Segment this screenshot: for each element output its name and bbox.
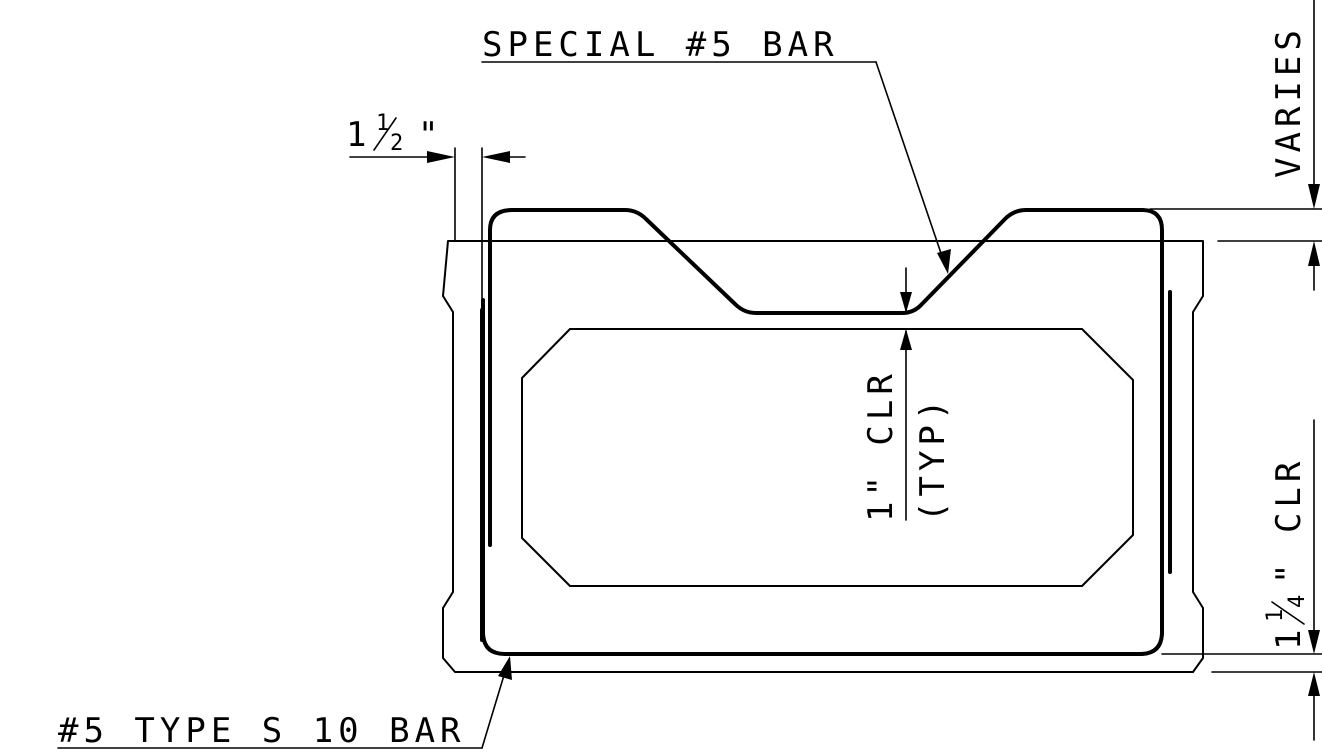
clr-1-1-4-numerator: 1 [1263,609,1288,622]
clr-1-1-4-suffix: " CLR [1269,457,1309,584]
clr-1-1-4-whole: 1 [1269,630,1309,650]
special-bar-label: SPECIAL #5 BAR [482,25,839,65]
dim-1-1-2-fraction-bar [373,117,397,151]
clr-1-1-4-arrow-lower [1308,672,1320,696]
clr-1-1-4-label: 1 1 4 " CLR [1263,457,1310,650]
clr-1-1-4-fraction-bar [1271,601,1305,625]
varies-arrow-upper [1308,184,1320,209]
dim-1-1-2-numerator: 1 [376,111,389,136]
clr-1-1-4-denominator: 4 [1285,595,1310,608]
dim-1-1-2-whole: 1 [346,115,366,155]
clr-1-label: 1" CLR [861,369,901,522]
type-s10-bar-label: #5 TYPE S 10 BAR [58,711,466,751]
special-bar-leader-arrowhead [937,249,951,274]
clr-1-arrow-bottom [900,329,912,350]
dim-1-1-2-suffix: " [418,115,438,155]
dim-1-1-2-arrow-right [482,151,510,163]
clr-1-arrow-top [900,292,912,313]
varies-label: VARIES [1269,25,1309,178]
concrete-section-outline [442,240,1204,673]
interior-void-outline [521,328,1134,587]
type-s10-leader-arrowhead [498,656,512,680]
type-s10-stirrup-bar [481,208,1164,656]
dim-1-1-2-denominator: 2 [390,131,403,156]
varies-arrow-lower [1308,241,1320,266]
special-bar-leader [875,61,947,269]
clr-1-typ-label: (TYP) [913,395,953,522]
clr-1-1-4-arrow-upper [1308,630,1320,654]
dim-1-1-2-arrow-left [427,151,455,163]
